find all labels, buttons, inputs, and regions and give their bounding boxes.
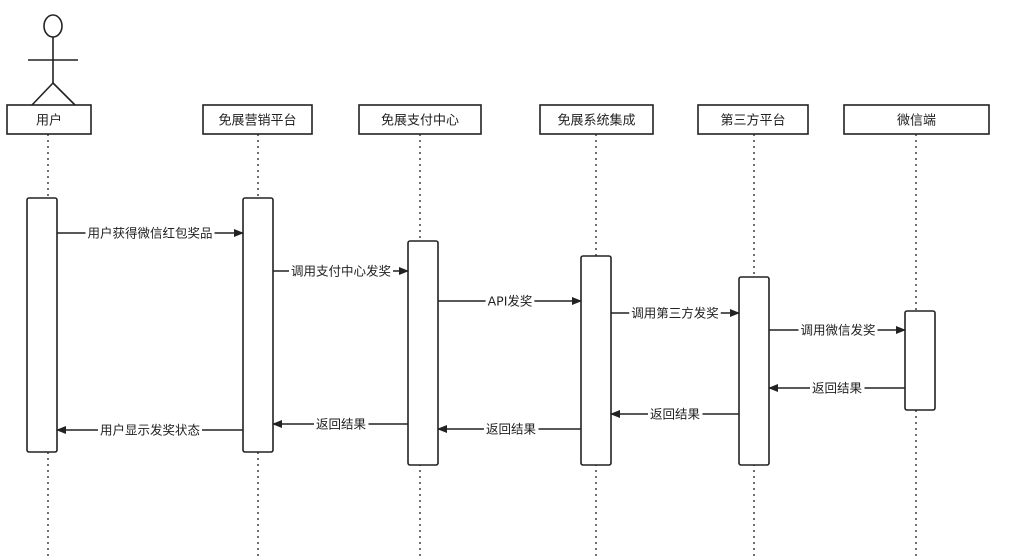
participant-thirdparty: 第三方平台	[697, 104, 809, 135]
activation-bar-thirdparty	[738, 276, 770, 466]
activation-bar-integration	[580, 255, 612, 466]
message-9: 返回结果	[272, 416, 408, 432]
participant-label-payment: 免展支付中心	[381, 114, 459, 129]
participant-box-payment	[358, 104, 482, 135]
participant-user: 用户	[6, 104, 92, 135]
participant-box-wechat	[843, 104, 990, 135]
message-label: 返回结果	[650, 407, 701, 422]
participant-label-wechat: 微信端	[897, 114, 936, 129]
message-6: 返回结果	[768, 380, 905, 396]
message-label-bg	[483, 421, 539, 437]
message-3: API发奖	[438, 293, 582, 309]
message-5: 调用微信发奖	[769, 322, 906, 338]
message-label: 用户显示发奖状态	[100, 423, 200, 438]
participant-label-thirdparty: 第三方平台	[720, 113, 785, 129]
participant-label-user: 用户	[36, 113, 62, 129]
message-label: 用户获得微信红包奖品	[87, 226, 212, 241]
activation-bar-user	[26, 197, 58, 453]
message-label: 返回结果	[316, 417, 367, 432]
message-label-bg	[97, 422, 203, 438]
participant-box-user	[6, 104, 92, 135]
message-7: 返回结果	[610, 406, 739, 422]
message-label-bg	[647, 406, 703, 422]
participant-box-thirdparty	[697, 104, 809, 135]
message-label: 返回结果	[486, 422, 537, 437]
participant-label-integration: 免展系统集成	[557, 113, 635, 129]
message-label: 调用微信发奖	[800, 323, 875, 338]
message-10: 用户显示发奖状态	[56, 422, 243, 438]
message-label-bg	[809, 380, 865, 396]
message-label-bg	[629, 305, 721, 321]
message-4: 调用第三方发奖	[611, 305, 740, 321]
participant-wechat: 微信端	[843, 104, 990, 135]
participant-marketing: 免展营销平台	[202, 104, 313, 135]
activation-bar-payment	[407, 240, 439, 466]
participant-integration: 免展系统集成	[539, 104, 654, 135]
message-8: 返回结果	[437, 421, 581, 437]
message-2: 调用支付中心发奖	[273, 263, 409, 279]
participant-box-marketing	[202, 104, 313, 135]
message-label-bg	[798, 322, 878, 338]
participant-label-marketing: 免展营销平台	[218, 114, 296, 129]
message-1: 用户获得微信红包奖品	[57, 225, 244, 241]
message-label: API发奖	[488, 294, 533, 309]
message-label: 调用第三方发奖	[631, 306, 719, 321]
participant-box-integration	[539, 104, 654, 135]
activation-bar-wechat	[904, 310, 936, 411]
participant-payment: 免展支付中心	[358, 104, 482, 135]
message-label: 调用支付中心发奖	[291, 264, 391, 279]
message-label-bg	[485, 293, 535, 309]
message-label-bg	[85, 225, 215, 241]
user-actor-icon	[28, 14, 78, 106]
activation-bar-marketing	[242, 197, 274, 453]
message-label-bg	[288, 263, 394, 279]
message-label: 返回结果	[812, 381, 863, 396]
message-label-bg	[313, 416, 369, 432]
